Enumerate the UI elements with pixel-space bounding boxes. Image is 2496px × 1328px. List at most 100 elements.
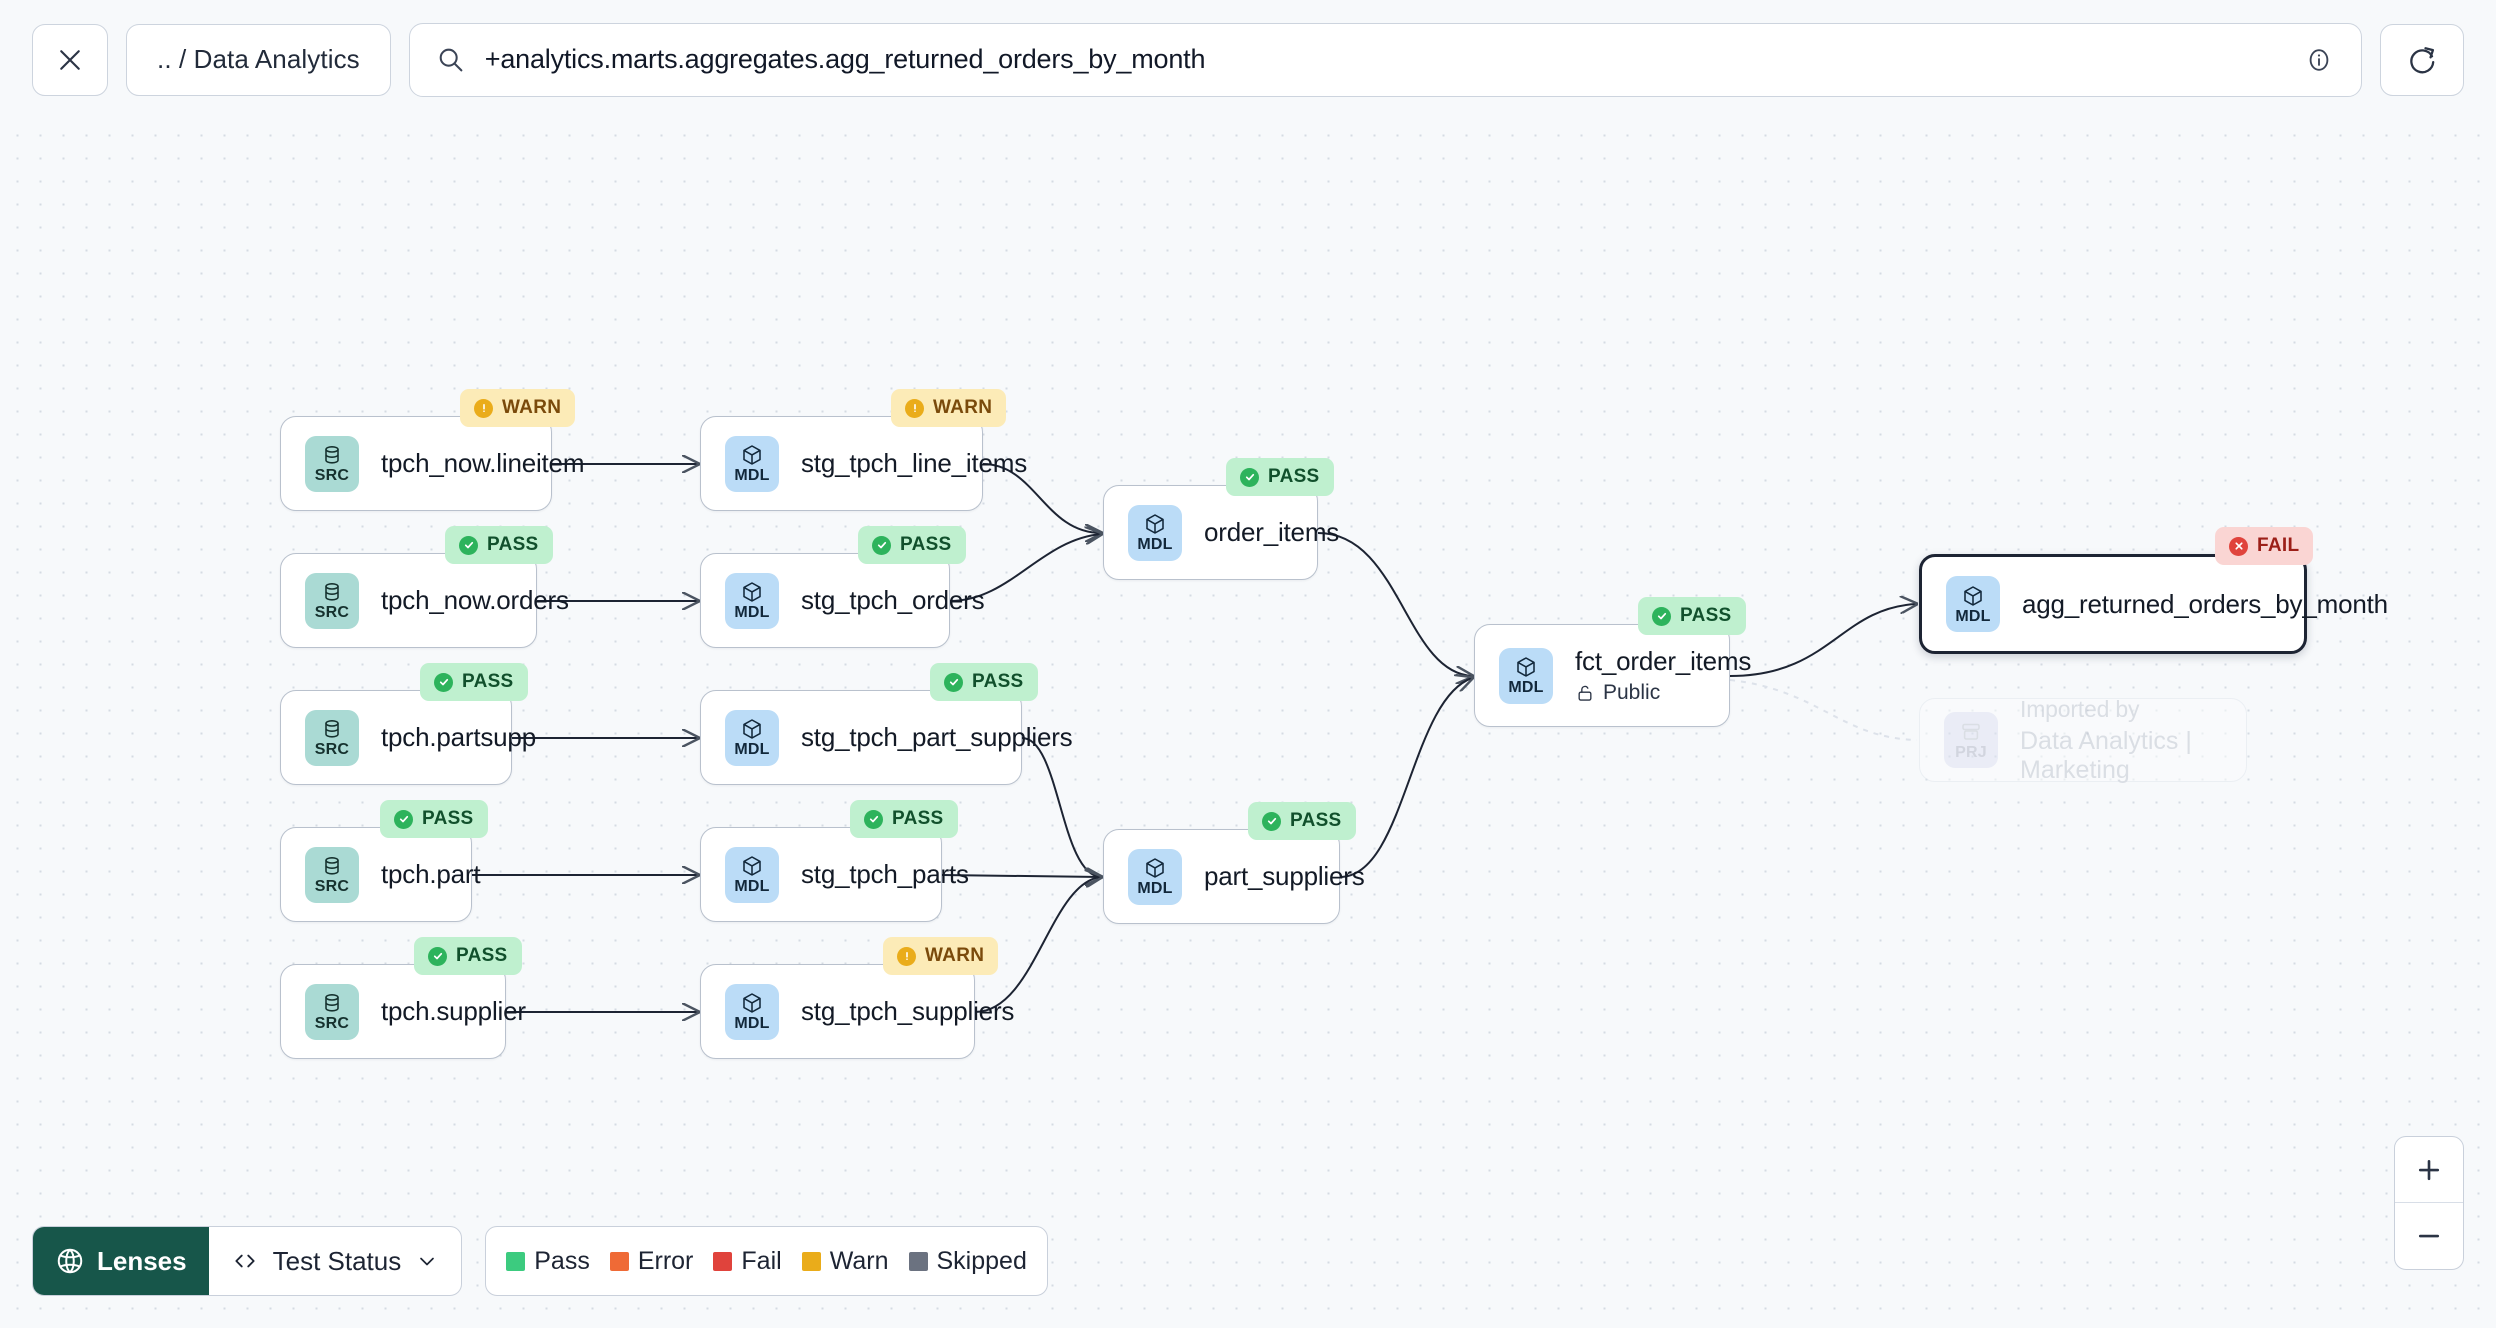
status-badge-agg_returned_orders_by_month[interactable]: FAIL: [2215, 527, 2314, 565]
legend-item-error[interactable]: Error: [609, 1247, 693, 1276]
mdl-type-icon: MDL: [1128, 848, 1182, 905]
legend-item-skipped[interactable]: Skipped: [908, 1247, 1027, 1276]
search-input[interactable]: +analytics.marts.aggregates.agg_returned…: [484, 44, 1206, 74]
breadcrumb[interactable]: .. / Data Analytics: [126, 23, 391, 96]
status-dot-icon: [1240, 467, 1259, 487]
node-text: tpch_now.lineitem: [381, 448, 584, 479]
mdl-type-icon: MDL: [725, 572, 779, 629]
status-badge-label: PASS: [972, 671, 1024, 692]
legend-label: Pass: [534, 1246, 590, 1275]
status-badge-tpch_now_orders[interactable]: PASS: [445, 526, 553, 564]
graph-node-order_items[interactable]: MDL order_items: [1103, 485, 1339, 580]
status-badge-stg_tpch_line_items[interactable]: WARN: [891, 389, 1007, 427]
node-kind-label: MDL: [734, 878, 770, 895]
status-dot-icon: [2229, 536, 2248, 556]
graph-node-tpch_now_orders[interactable]: SRC tpch_now.orders: [280, 553, 569, 648]
node-title: stg_tpch_orders: [801, 585, 985, 615]
legend-swatch-icon: [801, 1251, 821, 1271]
node-text: tpch_now.orders: [381, 585, 569, 616]
lenses-button[interactable]: Lenses: [33, 1227, 209, 1295]
bottom-toolbar: Lenses Test Status Pass Error Fail Warn Skip…: [32, 1226, 1048, 1296]
legend-swatch-icon: [713, 1251, 733, 1271]
status-dot-icon: [872, 535, 891, 555]
node-text: tpch.partsupp: [381, 722, 536, 753]
close-icon: [55, 45, 85, 75]
refresh-button[interactable]: [2380, 23, 2464, 96]
legend-item-pass[interactable]: Pass: [506, 1247, 590, 1276]
graph-node-stg_tpch_orders[interactable]: MDL stg_tpch_orders: [700, 553, 985, 648]
node-text: order_items: [1204, 517, 1339, 548]
status-badge-label: WARN: [925, 945, 985, 966]
graph-node-tpch_partsupp[interactable]: SRC tpch.partsupp: [280, 690, 536, 785]
graph-node-stg_tpch_line_items[interactable]: MDL stg_tpch_line_items: [700, 416, 1027, 511]
close-button[interactable]: [32, 23, 108, 96]
legend-item-fail[interactable]: Fail: [713, 1247, 782, 1276]
status-badge-label: PASS: [487, 534, 539, 555]
node-title: stg_tpch_suppliers: [801, 996, 1015, 1026]
status-dot-icon: [864, 809, 883, 829]
info-icon[interactable]: [2305, 46, 2333, 74]
status-badge-label: PASS: [462, 671, 514, 692]
node-subtitle: Data Analytics | Marketing: [2020, 727, 2246, 785]
legend-label: Warn: [829, 1246, 889, 1275]
status-dot-icon: [1652, 606, 1671, 626]
zoom-controls: [2394, 1136, 2464, 1270]
status-badge-label: PASS: [892, 808, 944, 829]
node-kind-label: MDL: [734, 467, 770, 484]
node-title: stg_tpch_parts: [801, 859, 969, 889]
status-badge-label: PASS: [900, 534, 952, 555]
status-badge-stg_tpch_parts[interactable]: PASS: [850, 800, 958, 838]
status-badge-tpch_supplier[interactable]: PASS: [414, 937, 522, 975]
node-subtitle: Public: [1575, 681, 1729, 705]
status-badge-part_suppliers[interactable]: PASS: [1248, 802, 1356, 840]
status-dot-icon: [944, 672, 963, 692]
node-title: part_suppliers: [1204, 861, 1365, 891]
status-badge-stg_tpch_part_suppliers[interactable]: PASS: [930, 663, 1038, 701]
status-badge-stg_tpch_orders[interactable]: PASS: [858, 526, 966, 564]
code-icon: [231, 1248, 259, 1274]
status-badge-fct_order_items[interactable]: PASS: [1638, 597, 1746, 635]
src-type-icon: SRC: [305, 572, 359, 629]
zoom-out-button[interactable]: [2395, 1203, 2463, 1269]
graph-node-stg_tpch_parts[interactable]: MDL stg_tpch_parts: [700, 827, 969, 922]
mdl-type-icon: MDL: [1128, 504, 1182, 561]
legend-swatch-icon: [908, 1251, 928, 1271]
status-badge-label: PASS: [1290, 810, 1342, 831]
node-kind-label: MDL: [734, 604, 770, 621]
status-badge-tpch_part[interactable]: PASS: [380, 800, 488, 838]
node-kind-label: SRC: [314, 1015, 350, 1032]
graph-node-part_suppliers[interactable]: MDL part_suppliers: [1103, 829, 1365, 924]
status-badge-label: PASS: [1268, 466, 1320, 487]
chevron-down-icon: [415, 1249, 439, 1273]
test-status-label: Test Status: [272, 1245, 402, 1276]
node-subtitle-label: Public: [1603, 681, 1661, 704]
minus-icon: [2414, 1221, 2444, 1251]
node-title: stg_tpch_line_items: [801, 448, 1027, 478]
graph-node-stg_tpch_suppliers[interactable]: MDL stg_tpch_suppliers: [700, 964, 1015, 1059]
node-title: agg_returned_orders_by_month: [2022, 588, 2388, 619]
test-status-dropdown[interactable]: Test Status: [209, 1227, 462, 1295]
status-dot-icon: [905, 398, 924, 418]
plus-icon: [2414, 1155, 2444, 1185]
node-kind-label: MDL: [734, 1015, 770, 1032]
status-badge-tpch_partsupp[interactable]: PASS: [420, 663, 528, 701]
status-badge-order_items[interactable]: PASS: [1226, 458, 1334, 496]
status-badge-stg_tpch_suppliers[interactable]: WARN: [883, 937, 999, 975]
src-type-icon: SRC: [305, 709, 359, 766]
refresh-icon: [2406, 44, 2438, 76]
zoom-in-button[interactable]: [2395, 1137, 2463, 1203]
node-text: stg_tpch_part_suppliers: [801, 722, 1073, 753]
search-bar[interactable]: +analytics.marts.aggregates.agg_returned…: [408, 22, 2362, 97]
node-text: stg_tpch_parts: [801, 859, 969, 890]
status-badge-tpch_now_lineitem[interactable]: WARN: [460, 389, 576, 427]
legend-item-warn[interactable]: Warn: [801, 1246, 889, 1276]
